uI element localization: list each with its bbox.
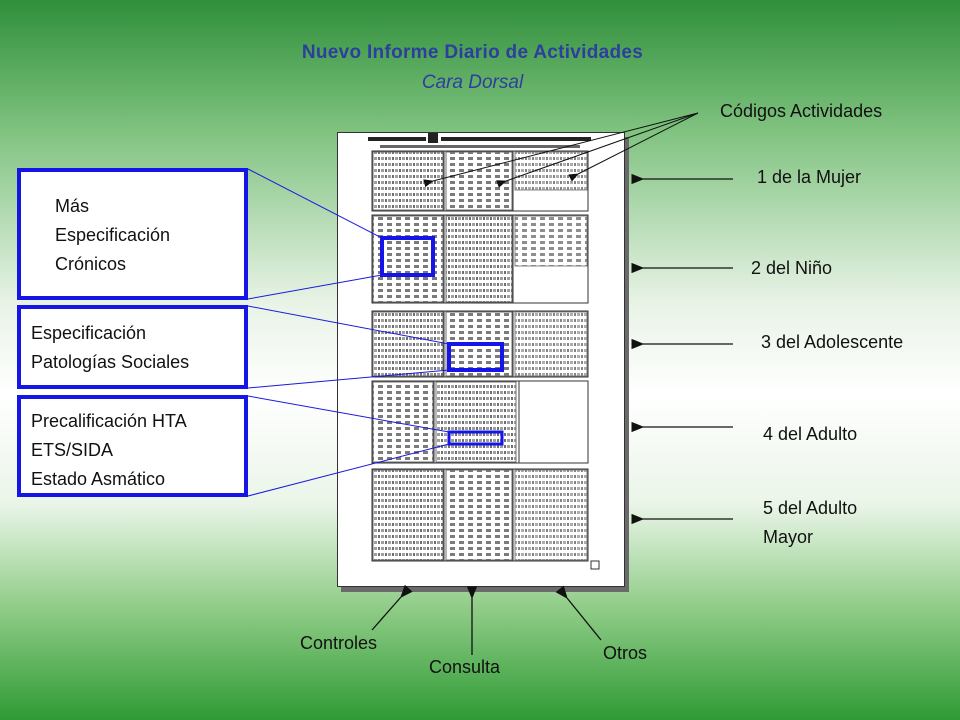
form-section-adulto — [371, 380, 589, 464]
form-corner-box — [590, 560, 600, 570]
label-adulto-mayor-line1: 5 del Adulto — [763, 498, 858, 518]
highlight-cronicos — [380, 236, 435, 277]
highlight-patologias — [447, 342, 504, 372]
box-line: Especificación — [55, 225, 171, 245]
box-line: Precalificación HTA — [31, 411, 187, 431]
highlight-precalificacion — [447, 430, 504, 446]
codes-pointers — [423, 112, 699, 188]
box-line: Más — [55, 196, 90, 216]
box-line: Estado Asmático — [31, 469, 166, 489]
label-adulto: 4 del Adulto — [763, 424, 858, 444]
box-line: Especificación — [31, 323, 147, 343]
section-arrows — [631, 173, 733, 525]
label-codigos-actividades: Códigos Actividades — [720, 101, 883, 121]
box-patologias-sociales: Especificación Patologías Sociales — [17, 305, 248, 389]
label-mujer: 1 de la Mujer — [757, 167, 862, 187]
label-otros: Otros — [603, 643, 648, 663]
connector-lines — [247, 168, 450, 497]
form-section-mujer — [371, 150, 589, 212]
page-title: Nuevo Informe Diario de Actividades — [301, 42, 644, 63]
form-section-adulto-mayor — [371, 468, 589, 562]
form-header — [368, 133, 591, 148]
box-line: Patologías Sociales — [31, 352, 190, 372]
box-precalificacion: Precalificación HTA ETS/SIDA Estado Asmá… — [17, 395, 248, 497]
arrow-controles — [371, 584, 413, 631]
label-consulta: Consulta — [429, 657, 501, 677]
box-cronicos: Más Especificación Crónicos — [17, 168, 248, 300]
page-subtitle: Cara Dorsal — [421, 72, 524, 93]
label-controles: Controles — [300, 633, 378, 653]
arrow-otros — [555, 585, 602, 641]
bottom-arrows — [371, 584, 602, 655]
label-adolescente: 3 del Adolescente — [761, 332, 904, 352]
label-nino: 2 del Niño — [751, 258, 833, 278]
box-line: Crónicos — [55, 254, 127, 274]
form-section-nino — [371, 214, 589, 304]
box-line: ETS/SIDA — [31, 440, 114, 460]
label-adulto-mayor-line2: Mayor — [763, 527, 814, 547]
